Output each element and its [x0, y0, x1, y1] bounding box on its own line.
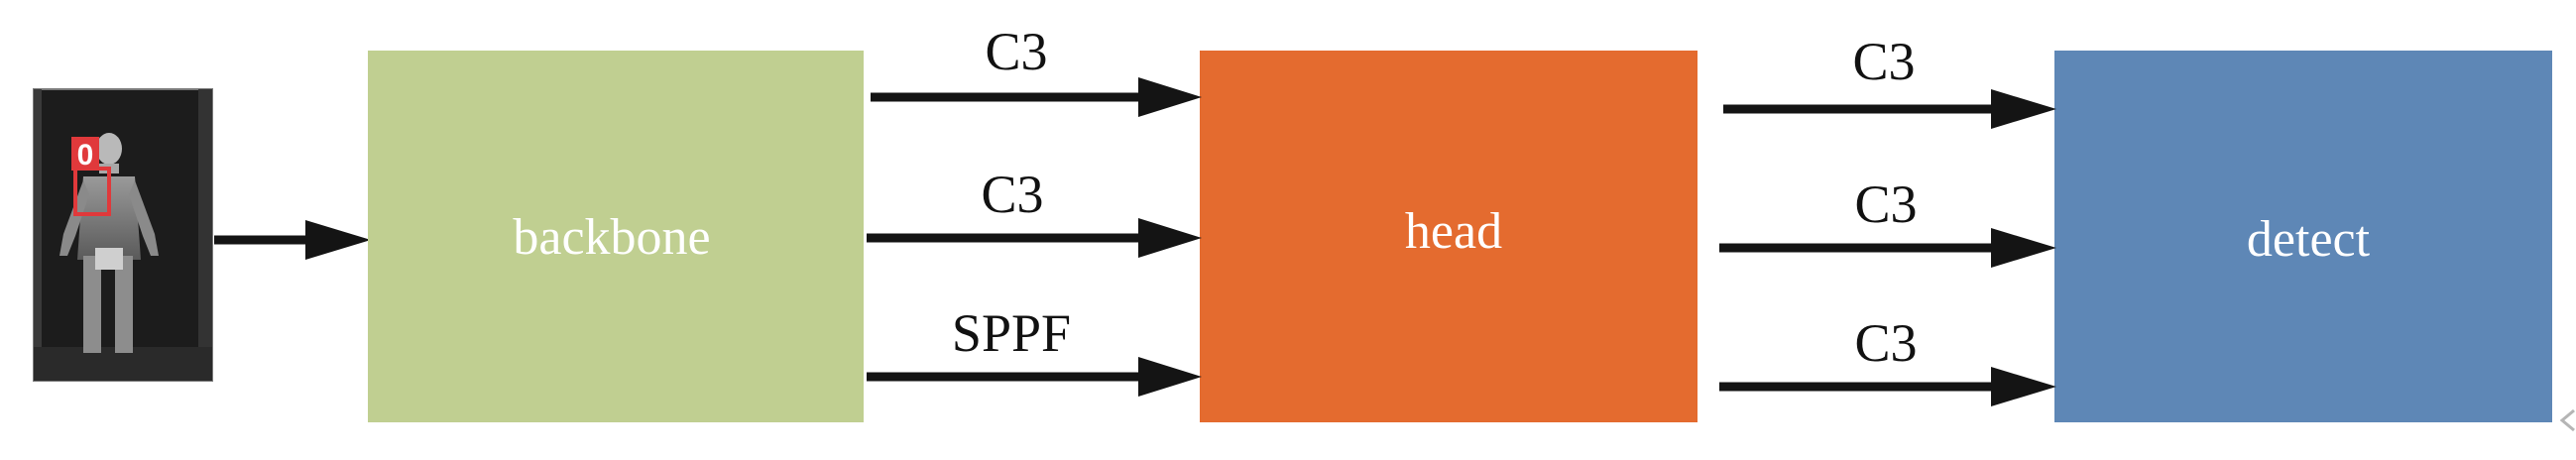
edge-label-backbone-head-3: SPPF: [952, 303, 1071, 363]
arrow-head-to-detect-3: [1719, 367, 2056, 406]
edge-label-head-detect-3: C3: [1854, 313, 1917, 373]
arrow-head-to-detect-1: [1723, 89, 2056, 129]
edge-label-head-detect-2: C3: [1854, 174, 1917, 234]
edge-label-head-detect-1: C3: [1852, 32, 1915, 91]
arrow-backbone-to-head-1: [871, 77, 1202, 117]
arrow-backbone-to-head-2: [867, 218, 1202, 258]
backbone-block: backbone: [368, 51, 864, 422]
arrow-head-to-detect-2: [1719, 228, 2056, 268]
arrow-backbone-to-head-3: [867, 357, 1202, 397]
detect-label: detect: [2247, 211, 2371, 268]
detection-badge-label: 0: [77, 139, 94, 172]
detect-block: detect: [2054, 51, 2552, 422]
head-block: head: [1200, 51, 1698, 422]
input-image: 0: [33, 88, 213, 382]
corner-chevron-icon: [2559, 408, 2575, 432]
person-figure: [59, 133, 159, 353]
detection-badge-bg: [71, 137, 99, 171]
edge-label-backbone-head-2: C3: [981, 165, 1043, 224]
arrow-input-to-backbone: [214, 220, 371, 260]
edge-label-backbone-head-1: C3: [985, 22, 1047, 81]
head-label: head: [1405, 203, 1502, 260]
backbone-label: backbone: [513, 209, 710, 266]
